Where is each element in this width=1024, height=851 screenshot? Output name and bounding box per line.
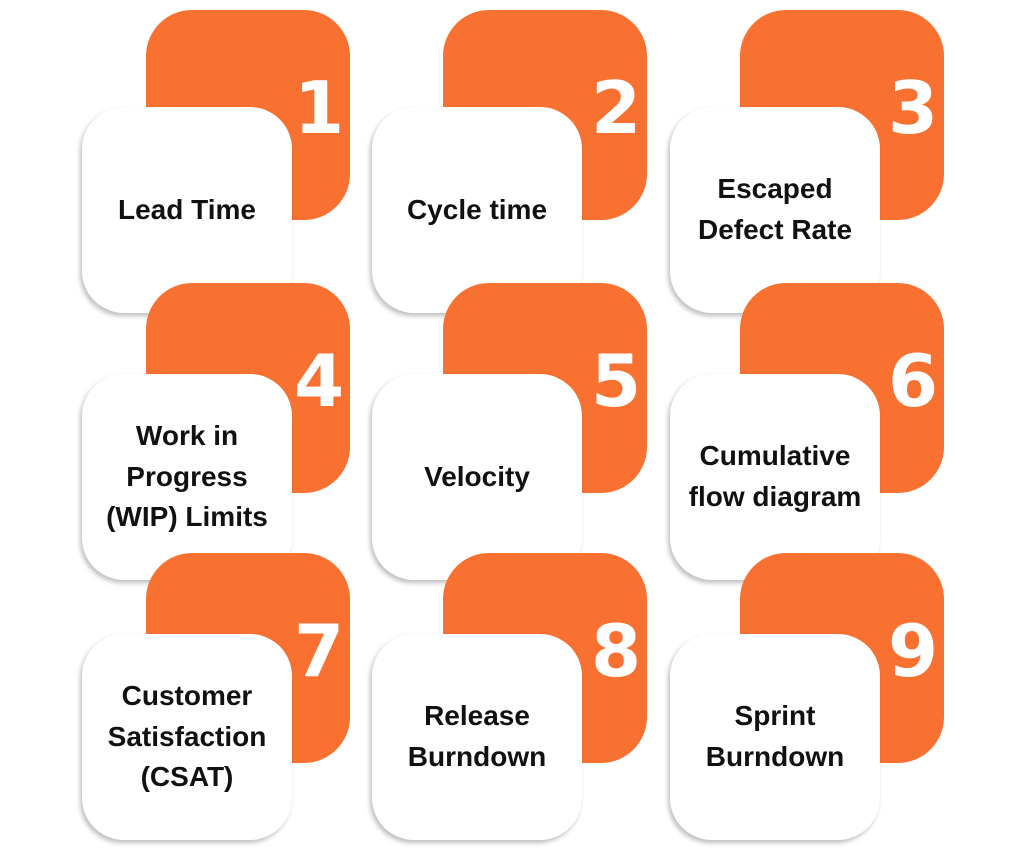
- metric-label: Release Burndown: [407, 700, 547, 772]
- metric-label: Cycle time: [406, 193, 548, 225]
- metric-card: Cumulative flow diagram: [670, 374, 880, 580]
- step-number: 4: [294, 339, 345, 423]
- metric-card: Customer Satisfaction (CSAT): [82, 634, 292, 840]
- metric-card: Work in Progress (WIP) Limits: [82, 374, 292, 580]
- metric-label: Velocity: [424, 460, 530, 492]
- step-number: 8: [591, 609, 642, 693]
- metric-label: Lead Time: [118, 193, 256, 225]
- metric-card: Sprint Burndown: [670, 634, 880, 840]
- metric-label: Cumulative flow diagram: [688, 440, 862, 512]
- metric-label: Work in Progress (WIP) Limits: [106, 420, 268, 533]
- metric-label: Escaped Defect Rate: [697, 173, 853, 245]
- metric-card: Cycle time: [372, 107, 582, 313]
- metric-label: Customer Satisfaction (CSAT): [107, 680, 267, 793]
- step-number: 9: [888, 609, 939, 693]
- metric-card: Escaped Defect Rate: [670, 107, 880, 313]
- step-number: 5: [591, 339, 642, 423]
- metric-card: Release Burndown: [372, 634, 582, 840]
- metric-label: Sprint Burndown: [705, 700, 845, 772]
- step-number: 6: [888, 339, 939, 423]
- metric-card: Lead Time: [82, 107, 292, 313]
- step-number: 7: [294, 609, 345, 693]
- step-number: 3: [888, 66, 939, 150]
- metric-card: Velocity: [372, 374, 582, 580]
- step-number: 1: [294, 66, 345, 150]
- step-number: 2: [591, 66, 642, 150]
